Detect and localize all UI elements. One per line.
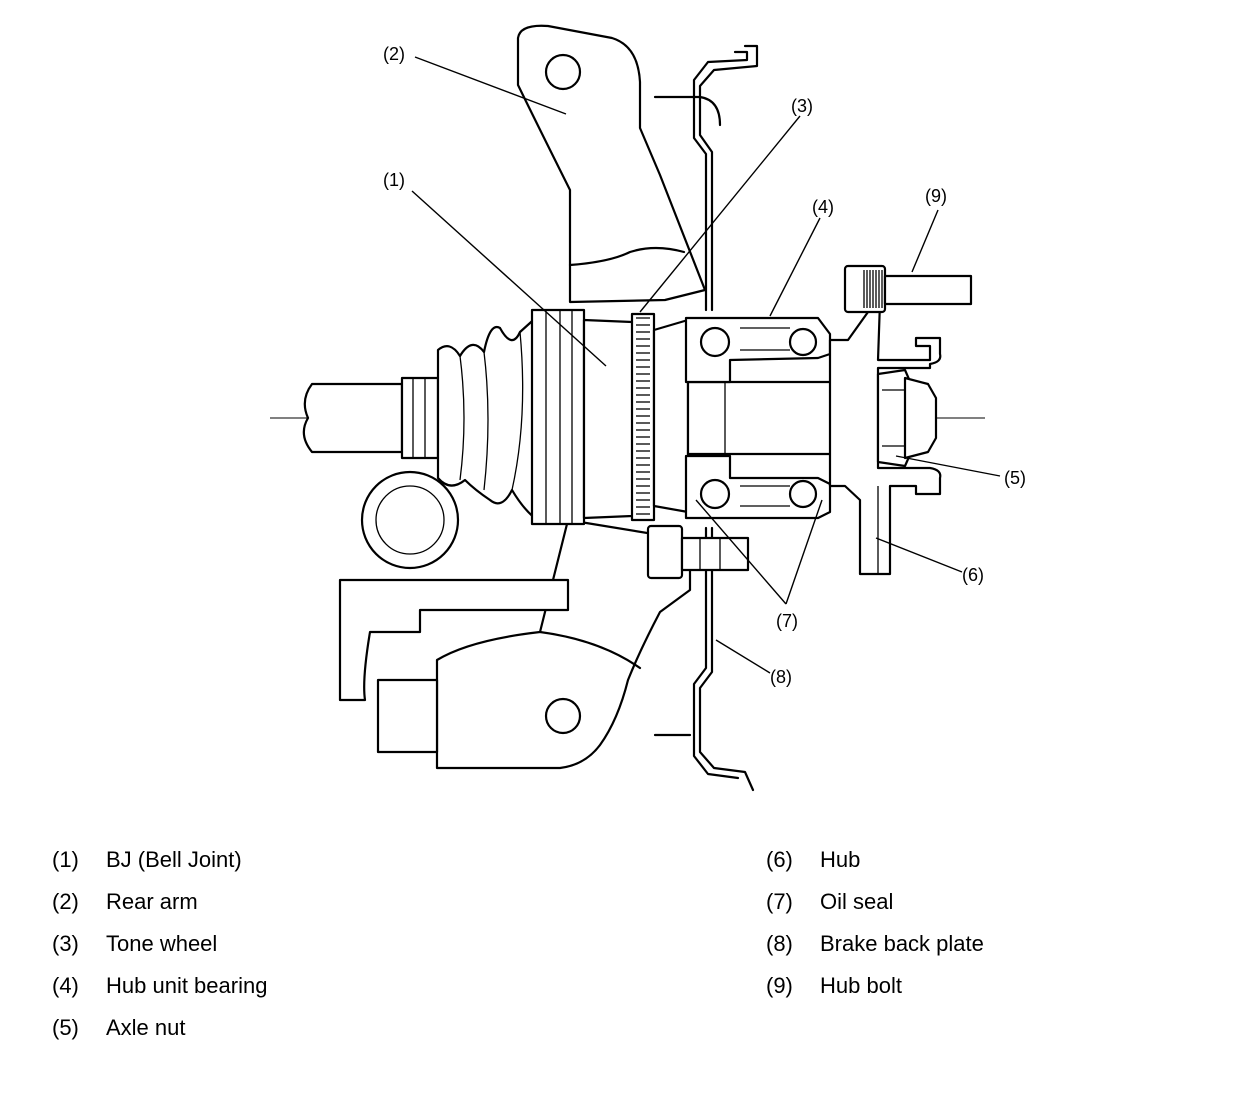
leader-7b [785, 499, 823, 605]
rear-arm [376, 24, 707, 770]
legend-label: Tone wheel [106, 931, 218, 956]
legend-label: Hub bolt [820, 973, 902, 998]
axle-nut [876, 368, 938, 468]
callout-8: (8) [770, 667, 792, 687]
legend-left: (1) BJ (Bell Joint) (2) Rear arm (3) Ton… [52, 845, 267, 1055]
legend-number: (9) [766, 973, 793, 998]
legend-label: Rear arm [106, 889, 198, 914]
tone-wheel [630, 312, 656, 522]
callout-2: (2) [383, 44, 405, 64]
hub-unit-bearing [684, 316, 832, 520]
hub [828, 298, 942, 576]
legend-number: (3) [52, 931, 79, 956]
legend-right: (6) Hub (7) Oil seal (8) Brake back plat… [766, 845, 984, 1013]
leader-3 [639, 115, 801, 313]
legend-item-4: (4) Hub unit bearing [52, 971, 267, 1013]
hub-bolt [843, 264, 973, 314]
legend-number: (5) [52, 1015, 79, 1040]
legend-label: Hub unit bearing [106, 973, 268, 998]
legend-number: (6) [766, 847, 793, 872]
callout-5: (5) [1004, 468, 1026, 488]
legend-item-6: (6) Hub [766, 845, 984, 887]
legend-label: Hub [820, 847, 861, 872]
legend-number: (4) [52, 973, 79, 998]
leader-9 [911, 209, 939, 273]
legend-number: (2) [52, 889, 79, 914]
legend-item-5: (5) Axle nut [52, 1013, 267, 1055]
leader-4 [769, 217, 821, 317]
leader-2 [414, 56, 567, 115]
legend-item-3: (3) Tone wheel [52, 929, 267, 971]
legend-label: BJ (Bell Joint) [106, 847, 242, 872]
legend-number: (1) [52, 847, 79, 872]
cv-boot [436, 312, 542, 524]
legend-label: Oil seal [820, 889, 894, 914]
legend-item-7: (7) Oil seal [766, 887, 984, 929]
legend-number: (7) [766, 889, 793, 914]
lower-bracket [338, 470, 570, 702]
brake-back-plate [653, 44, 759, 792]
leader-1 [411, 190, 607, 367]
leader-5 [895, 455, 1001, 477]
leader-7a [695, 499, 787, 605]
legend-item-8: (8) Brake back plate [766, 929, 984, 971]
drive-shaft [302, 376, 440, 460]
legend-number: (8) [766, 931, 793, 956]
callout-6: (6) [962, 565, 984, 585]
callout-9: (9) [925, 186, 947, 206]
leader-6 [875, 537, 963, 573]
leader-8 [715, 639, 771, 674]
callout-4: (4) [812, 197, 834, 217]
callout-7: (7) [776, 611, 798, 631]
callout-3: (3) [791, 96, 813, 116]
bell-joint [530, 308, 642, 526]
legend-label: Axle nut [106, 1015, 186, 1040]
legend-item-9: (9) Hub bolt [766, 971, 984, 1013]
callout-1: (1) [383, 170, 405, 190]
back-plate-bolt [646, 524, 750, 580]
legend-item-1: (1) BJ (Bell Joint) [52, 845, 267, 887]
legend-item-2: (2) Rear arm [52, 887, 267, 929]
rear-axle-hub-diagram: (1) (2) (3) (4) (5) (6) (7) (8) (9) [270, 24, 1026, 792]
legend-label: Brake back plate [820, 931, 984, 956]
